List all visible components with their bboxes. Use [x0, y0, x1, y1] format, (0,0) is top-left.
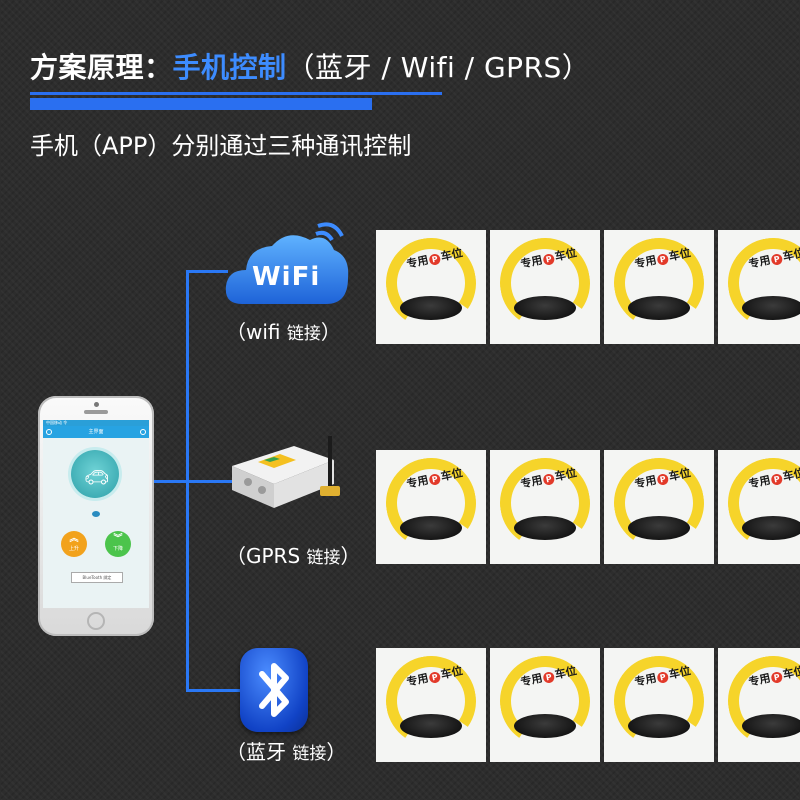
parking-lock-image: 专用P车位 — [490, 450, 600, 564]
lock-base — [628, 296, 690, 320]
parking-lock-image: 专用P车位 — [604, 648, 714, 762]
chevron-down-icon: ︾ — [113, 534, 123, 544]
wifi-cloud-icon — [225, 222, 349, 304]
bluetooth-bind-button[interactable]: BlueTooth 绑定 — [71, 572, 123, 583]
indicator-icon — [92, 511, 100, 517]
parking-p-icon: P — [770, 670, 784, 684]
phone-speaker — [84, 410, 108, 414]
page-title: 方案原理：手机控制（蓝牙 / Wifi / GPRS） — [30, 46, 590, 86]
lock-base — [742, 714, 800, 738]
parking-p-icon: P — [656, 252, 670, 266]
lower-button[interactable]: ︾下降 — [105, 531, 131, 557]
lock-base — [628, 714, 690, 738]
parking-lock-image: 专用P车位 — [490, 648, 600, 762]
lock-base — [400, 296, 462, 320]
parking-p-icon: P — [656, 670, 670, 684]
app-screen: 中国移动 令 主界面 🚗︎ ︽上升 ︾下降 BlueTooth 绑定 — [43, 420, 149, 608]
connector-bluetooth — [186, 689, 242, 692]
parking-p-icon: P — [542, 472, 556, 486]
lock-base — [400, 516, 462, 540]
settings-icon[interactable] — [140, 429, 146, 435]
parking-p-icon: P — [770, 472, 784, 486]
parking-lock-image: 专用P车位 — [718, 648, 800, 762]
lock-base — [628, 516, 690, 540]
car-status-button[interactable]: 🚗︎ — [71, 450, 119, 498]
parking-lock-image: 专用P车位 — [718, 230, 800, 344]
subtitle: 手机（APP）分别通过三种通讯控制 — [30, 132, 412, 160]
title-rest: （蓝牙 / Wifi / GPRS） — [286, 51, 591, 84]
lock-base — [514, 296, 576, 320]
parking-p-icon: P — [428, 472, 442, 486]
parking-lock-image: 专用P车位 — [376, 230, 486, 344]
parking-lock-image: 专用P车位 — [490, 230, 600, 344]
parking-p-icon: P — [656, 472, 670, 486]
parking-p-icon: P — [542, 670, 556, 684]
parking-lock-image: 专用P车位 — [718, 450, 800, 564]
lock-base — [400, 714, 462, 738]
bluetooth-icon — [240, 648, 308, 732]
home-button[interactable] — [87, 612, 105, 630]
parking-p-icon: P — [770, 252, 784, 266]
gprs-module-icon — [232, 436, 340, 508]
title-underline-thin — [30, 92, 442, 95]
parking-lock-image: 专用P车位 — [604, 450, 714, 564]
wifi-label: （wifi 链接） — [226, 320, 341, 344]
wifi-logo-text: WiFi — [252, 262, 321, 292]
lock-base — [742, 296, 800, 320]
parking-lock-image: 专用P车位 — [376, 450, 486, 564]
raise-button[interactable]: ︽上升 — [61, 531, 87, 557]
car-icon: 🚗︎ — [84, 465, 110, 489]
parking-lock-image: 专用P车位 — [604, 230, 714, 344]
title-main: 方案原理： — [30, 51, 173, 84]
screen-title: 主界面 — [88, 429, 104, 435]
connector-phone — [154, 480, 234, 483]
bluetooth-label: （蓝牙 链接） — [226, 740, 347, 764]
gprs-label: （GPRS 链接） — [226, 544, 361, 568]
lock-base — [514, 714, 576, 738]
parking-lock-image: 专用P车位 — [376, 648, 486, 762]
title-highlight: 手机控制 — [172, 51, 287, 84]
lock-base — [742, 516, 800, 540]
phone-camera — [94, 402, 99, 407]
lock-base — [514, 516, 576, 540]
connector-wifi — [186, 270, 228, 273]
app-header: 主界面 — [43, 426, 149, 438]
parking-p-icon: P — [428, 670, 442, 684]
menu-icon[interactable] — [46, 429, 52, 435]
smartphone: 中国移动 令 主界面 🚗︎ ︽上升 ︾下降 BlueTooth 绑定 — [38, 396, 154, 636]
parking-p-icon: P — [542, 252, 556, 266]
status-bar: 中国移动 令 — [43, 420, 149, 426]
parking-p-icon: P — [428, 252, 442, 266]
chevron-up-icon: ︽ — [69, 534, 79, 544]
title-underline-thick — [30, 98, 372, 110]
